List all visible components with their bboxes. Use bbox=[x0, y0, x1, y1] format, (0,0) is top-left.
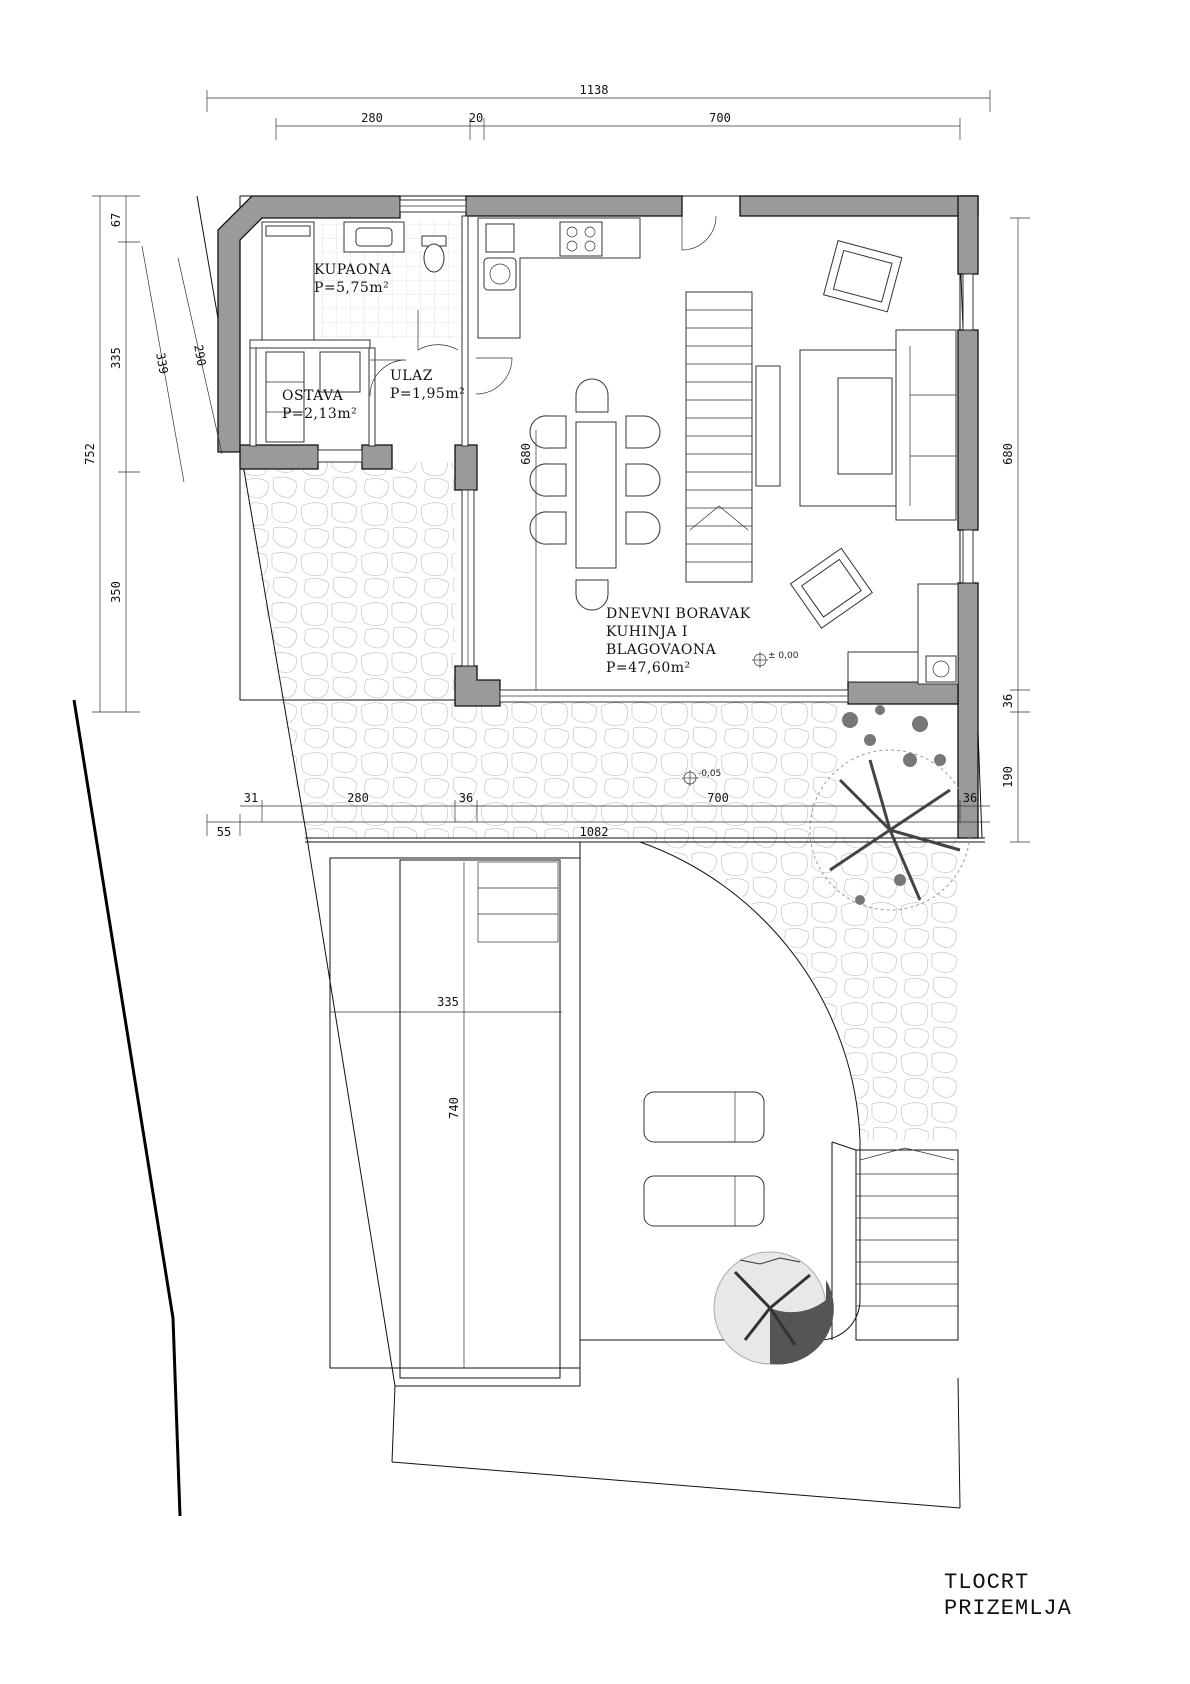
tree-symbol-upper bbox=[809, 705, 971, 911]
dim-left-e: 290 bbox=[191, 343, 209, 367]
wall-bottom-right bbox=[847, 681, 959, 705]
wall-top-right bbox=[739, 195, 979, 217]
wall-right-mid bbox=[957, 329, 979, 531]
drawing-title-line1: TLOCRT bbox=[944, 1570, 1029, 1595]
wall-right-upper bbox=[957, 195, 979, 275]
site-boundary-line bbox=[72, 699, 182, 1517]
dim-left-a: 67 bbox=[109, 213, 123, 227]
room-living-line1: DNEVNI BORAVAK bbox=[606, 606, 751, 622]
wall-top-mid bbox=[465, 195, 683, 217]
swimming-pool bbox=[329, 842, 581, 1387]
dim-right-a: 680 bbox=[1001, 443, 1015, 465]
tree-symbol-lower bbox=[713, 1251, 834, 1365]
wall-entry-left bbox=[239, 444, 319, 470]
dim-left-c: 350 bbox=[109, 581, 123, 603]
dim-left-b: 335 bbox=[109, 347, 123, 369]
dim-top-left: 280 bbox=[361, 111, 383, 125]
wall-corner-bottom-left bbox=[454, 665, 501, 707]
room-ulaz-area: P=1,95m² bbox=[390, 386, 465, 402]
level-terrace-label: -0,05 bbox=[698, 769, 721, 779]
wall-entry-right bbox=[454, 444, 478, 491]
kitchen-counter bbox=[477, 217, 641, 339]
dim-bottom-e: 36 bbox=[963, 791, 977, 805]
dim-pool-width: 335 bbox=[437, 995, 459, 1009]
plot-outline bbox=[196, 195, 985, 1509]
dim-bottom-c: 36 bbox=[459, 791, 473, 805]
bathroom-fixtures bbox=[261, 221, 447, 341]
dim-top-right: 700 bbox=[709, 111, 731, 125]
dim-right-b: 36 bbox=[1001, 694, 1015, 708]
level-marker-interior: ± 0,00 bbox=[752, 651, 799, 668]
doors bbox=[369, 215, 717, 397]
staircase bbox=[685, 291, 781, 583]
dim-right-c: 190 bbox=[1001, 766, 1015, 788]
dining-set bbox=[529, 378, 661, 611]
room-kupaona-area: P=5,75m² bbox=[314, 280, 389, 296]
deck-arc bbox=[580, 841, 861, 1341]
dim-bottom-d: 700 bbox=[707, 791, 729, 805]
room-kupaona-name: KUPAONA bbox=[314, 262, 392, 278]
room-ulaz-name: ULAZ bbox=[390, 368, 433, 384]
dim-bottom-b: 280 bbox=[347, 791, 369, 805]
exterior-stairs bbox=[831, 1141, 959, 1341]
living-furniture bbox=[789, 240, 959, 685]
dim-pool-length: 740 bbox=[447, 1097, 461, 1119]
dim-interior-height: 680 bbox=[519, 443, 533, 465]
level-interior-label: ± 0,00 bbox=[768, 651, 799, 661]
dim-left-total: 752 bbox=[83, 443, 97, 465]
room-living-area: P=47,60m² bbox=[606, 660, 691, 676]
windows bbox=[317, 199, 974, 703]
drawing-title-line2: PRIZEMLJA bbox=[944, 1596, 1072, 1621]
dim-top-total: 1138 bbox=[580, 83, 609, 97]
dim-left-d: 339 bbox=[153, 351, 171, 375]
room-ostava-area: P=2,13m² bbox=[282, 406, 357, 422]
house-walls bbox=[217, 195, 979, 839]
room-ostava-name: OSTAVA bbox=[282, 388, 344, 404]
room-living-line3: BLAGOVAONA bbox=[606, 642, 717, 658]
storage-shelves bbox=[265, 351, 361, 443]
sun-loungers bbox=[643, 1091, 765, 1227]
dim-bottom-a: 31 bbox=[244, 791, 258, 805]
dim-top-mid: 20 bbox=[469, 111, 483, 125]
dim-bottom-total: 1082 bbox=[580, 825, 609, 839]
wall-entry-mid bbox=[361, 444, 393, 470]
dimension-lines bbox=[92, 90, 1030, 1368]
terrace-paving bbox=[240, 462, 960, 1140]
level-marker-terrace: -0,05 bbox=[682, 769, 721, 786]
room-living-line2: KUHINJA I bbox=[606, 624, 688, 640]
dim-bottom-f: 55 bbox=[217, 825, 231, 839]
